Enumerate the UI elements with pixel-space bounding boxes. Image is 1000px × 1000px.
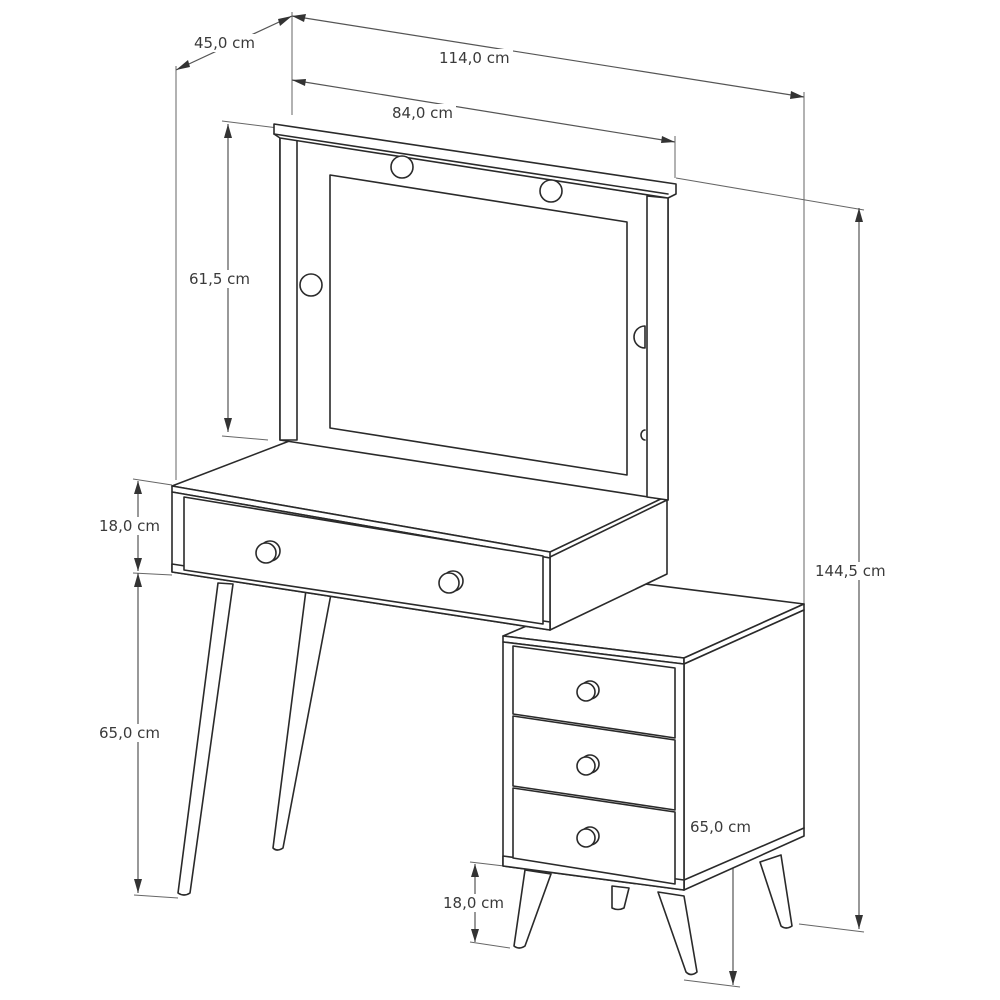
label-mirror-height: 61,5 cm	[186, 270, 254, 288]
label-total-height: 144,5 cm	[812, 562, 889, 580]
desk-body	[171, 439, 668, 631]
label-table-leg-height: 65,0 cm	[96, 724, 164, 742]
top-drawer-knobs	[255, 540, 464, 594]
label-total-width: 114,0 cm	[436, 49, 513, 67]
cabinet-legs	[513, 854, 793, 976]
label-mirror-width: 84,0 cm	[389, 104, 457, 122]
label-drawer-height: 18,0 cm	[96, 517, 164, 535]
cabinet-knobs	[576, 680, 600, 848]
table-legs	[177, 582, 332, 896]
light-switch	[640, 429, 646, 441]
mirror-lights	[299, 155, 646, 349]
label-cabinet-leg-height: 18,0 cm	[440, 894, 508, 912]
label-cabinet-height: 65,0 cm	[687, 818, 755, 836]
mirror-hutch	[273, 123, 677, 501]
mirror-glass	[329, 174, 628, 476]
label-depth: 45,0 cm	[191, 34, 259, 52]
